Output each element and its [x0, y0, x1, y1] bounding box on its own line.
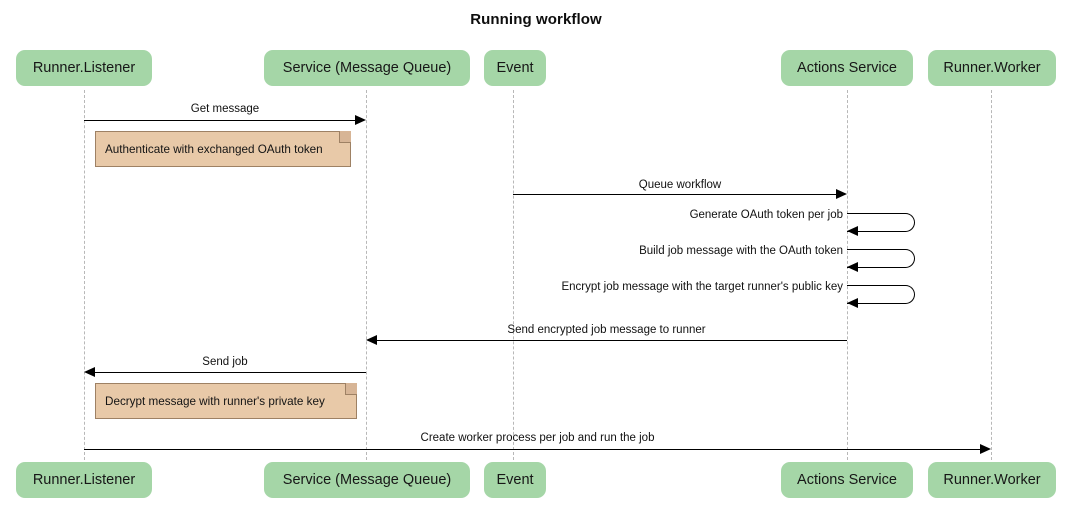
participant-event-bottom[interactable]: Event [484, 462, 546, 498]
message-label-send-encrypted-job-message: Send encrypted job message to runner [507, 324, 706, 336]
arrow-head-left-icon [847, 298, 858, 308]
message-line-send-encrypted-job-message [377, 340, 847, 341]
self-loop-generate-oauth-token [847, 213, 915, 232]
lifeline-service-message-queue [366, 90, 367, 460]
participant-service-message-queue-bottom[interactable]: Service (Message Queue) [264, 462, 470, 498]
arrow-head-right-icon [836, 189, 847, 199]
message-label-send-job: Send job [202, 356, 248, 368]
page-title: Running workflow [470, 11, 602, 28]
message-label-get-message: Get message [190, 103, 260, 115]
self-loop-build-job-message [847, 249, 915, 268]
note-authenticate-label: Authenticate with exchanged OAuth token [105, 142, 323, 156]
note-fold-icon [345, 383, 357, 395]
message-line-get-message [84, 120, 355, 121]
lifeline-runner-listener [84, 90, 85, 460]
lifeline-runner-worker [991, 90, 992, 460]
message-line-create-worker-process [84, 449, 980, 450]
message-label-encrypt-job-message: Encrypt job message with the target runn… [561, 281, 843, 293]
arrow-head-left-icon [366, 335, 377, 345]
message-line-queue-workflow [513, 194, 838, 195]
note-decrypt: Decrypt message with runner's private ke… [95, 383, 357, 419]
arrow-head-left-icon [847, 262, 858, 272]
participant-event-top[interactable]: Event [484, 50, 546, 86]
arrow-head-right-icon [355, 115, 366, 125]
message-line-send-job [95, 372, 366, 373]
self-loop-encrypt-job-message [847, 285, 915, 304]
message-label-build-job-message: Build job message with the OAuth token [639, 245, 843, 257]
lifeline-event [513, 90, 514, 460]
note-fold-icon [339, 131, 351, 143]
arrow-head-left-icon [84, 367, 95, 377]
participant-runner-worker-top[interactable]: Runner.Worker [928, 50, 1056, 86]
participant-actions-service-top[interactable]: Actions Service [781, 50, 913, 86]
lifeline-actions-service [847, 90, 848, 460]
note-authenticate: Authenticate with exchanged OAuth token [95, 131, 351, 167]
participant-service-message-queue-top[interactable]: Service (Message Queue) [264, 50, 470, 86]
message-label-queue-workflow: Queue workflow [638, 179, 722, 191]
message-label-generate-oauth-token: Generate OAuth token per job [689, 209, 843, 221]
participant-runner-listener-bottom[interactable]: Runner.Listener [16, 462, 152, 498]
message-label-create-worker-process: Create worker process per job and run th… [420, 432, 655, 444]
note-decrypt-label: Decrypt message with runner's private ke… [105, 394, 325, 408]
arrow-head-left-icon [847, 226, 858, 236]
participant-actions-service-bottom[interactable]: Actions Service [781, 462, 913, 498]
participant-runner-worker-bottom[interactable]: Runner.Worker [928, 462, 1056, 498]
arrow-head-right-icon [980, 444, 991, 454]
participant-runner-listener-top[interactable]: Runner.Listener [16, 50, 152, 86]
